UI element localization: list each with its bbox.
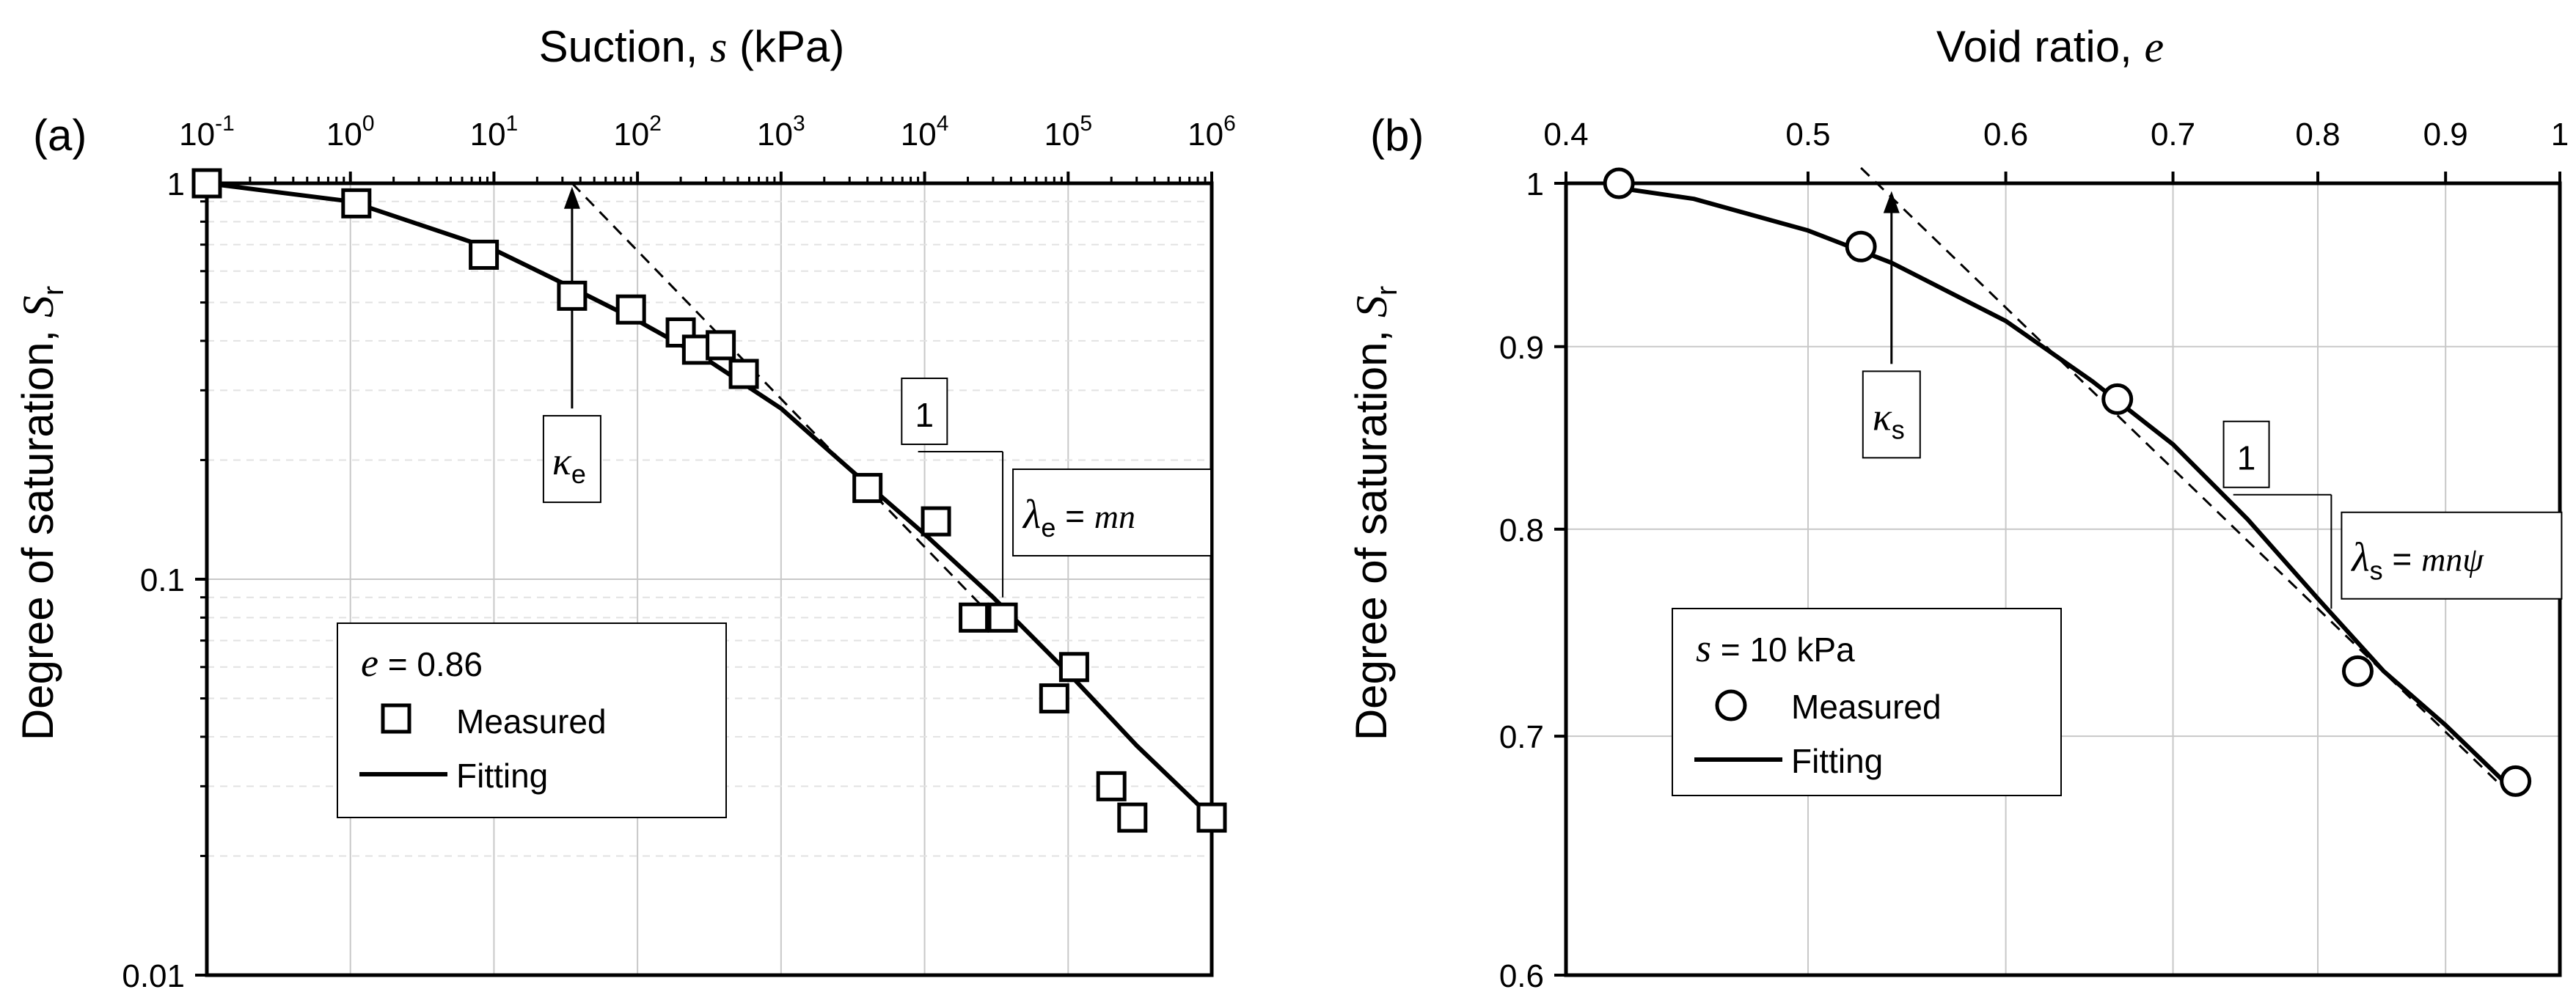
fitting-curve: [1618, 185, 2517, 795]
measured-point: [1058, 652, 1089, 683]
measured-point: [557, 280, 588, 311]
measured-point: [959, 602, 989, 633]
panel-b-measured-series: [1603, 167, 2532, 797]
lambda-label: λs = mnψ: [2350, 535, 2484, 586]
panel-a-measured-series: [191, 168, 1227, 833]
panel-b-y-ticks: 0.6 0.7 0.8 0.9 1: [1499, 166, 1566, 994]
x-tick-label: 0.8: [2295, 117, 2340, 153]
measured-point: [1117, 802, 1148, 833]
legend-measured-label: Measured: [1791, 688, 1942, 726]
slope-one-label: 1: [915, 396, 934, 434]
legend-header: s = 10 kPa: [1696, 626, 1855, 670]
x-tick-label: 106: [1188, 111, 1236, 153]
y-tick-label: 1: [1526, 166, 1544, 202]
x-tick-label: 103: [757, 111, 805, 153]
legend-fitting-label: Fitting: [1791, 742, 1883, 780]
panel-a-x-axis-label: Suction, s (kPa): [539, 22, 845, 71]
y-tick-label: 0.1: [140, 562, 185, 598]
lambda-label-box: [1012, 469, 1212, 557]
measured-point: [341, 188, 372, 218]
measured-point: [615, 294, 646, 325]
kappa-label-box: [1862, 370, 1921, 459]
x-tick-label: 1: [2551, 117, 2569, 153]
measured-point: [987, 602, 1018, 633]
tangent-dashed-line: [1860, 166, 2517, 801]
measured-point: [1039, 683, 1069, 714]
measured-point: [469, 239, 500, 270]
measured-point: [191, 168, 222, 199]
panel-a-annotations: κe 1 λe = mn: [542, 182, 1212, 619]
measured-point: [921, 506, 951, 537]
x-tick-label: 10-1: [179, 111, 235, 153]
panel-b-label: (b): [1370, 111, 1424, 160]
panel-b-x-ticks: 0.4 0.5 0.6 0.7 0.8 0.9 1: [1543, 117, 2569, 183]
x-tick-label: 105: [1044, 111, 1092, 153]
kappa-label: κe: [552, 439, 586, 489]
panel-b-x-axis-label: Void ratio, e: [1936, 22, 2164, 71]
measured-point: [2341, 655, 2374, 687]
legend-measured-marker: [1715, 689, 1747, 721]
panel-b-fitting-series: [1618, 185, 2517, 795]
y-tick-label: 0.7: [1499, 719, 1544, 755]
kappa-label-box: [542, 415, 601, 504]
x-tick-label: 0.7: [2151, 117, 2195, 153]
lambda-label: λe = mn: [1022, 492, 1135, 543]
slope-one-label: 1: [2237, 439, 2256, 477]
legend-measured-label: Measured: [456, 702, 607, 741]
measured-point: [706, 330, 736, 361]
panel-b-y-axis-label: Degree of saturation, Sr: [1347, 286, 1403, 741]
measured-point: [2500, 765, 2532, 797]
kappa-arrow-head: [563, 186, 580, 209]
measured-point: [2101, 383, 2134, 415]
tangent-dashed-line: [571, 182, 995, 619]
y-tick-label: 1: [167, 166, 185, 202]
slope-one-box: [2222, 420, 2270, 488]
panel-a-y-ticks: 0.01 0.1 1: [122, 166, 207, 994]
panel-b-annotations: κs 1 λs = mnψ: [1860, 166, 2563, 801]
y-tick-label: 0.01: [122, 958, 185, 994]
x-tick-label: 101: [470, 111, 519, 153]
measured-point: [1196, 802, 1227, 833]
panel-a-x-ticks: 10-1 100 101 102 103 104 105 106: [179, 111, 1236, 183]
x-tick-label: 0.5: [1785, 117, 1830, 153]
legend-measured-marker: [381, 703, 411, 734]
kappa-label: κs: [1873, 394, 1905, 444]
x-tick-label: 0.6: [1983, 117, 2028, 153]
panel-b-chart: 0.4 0.5 0.6 0.7 0.8 0.9 1 0.6 0.7 0.8 0.9 1 (b) Vo…: [1347, 22, 2569, 994]
measured-point: [728, 359, 759, 389]
legend-fitting-label: Fitting: [456, 757, 548, 795]
x-tick-label: 100: [326, 111, 375, 153]
lambda-label-box: [2341, 511, 2563, 600]
slope-one-box: [901, 378, 948, 446]
measured-point: [665, 317, 696, 348]
kappa-arrow-head: [1883, 191, 1900, 213]
panel-a-chart: 10-1 100 101 102 103 104 105 106 0.01 0.1 1 (a) S…: [13, 22, 1236, 994]
panel-a-y-axis-label: Degree of saturation, Sr: [13, 286, 70, 741]
x-tick-label: 0.4: [1543, 117, 1588, 153]
y-tick-label: 0.8: [1499, 512, 1544, 548]
measured-point: [1096, 771, 1127, 801]
y-tick-label: 0.9: [1499, 330, 1544, 366]
x-tick-label: 0.9: [2423, 117, 2468, 153]
measured-point: [852, 473, 883, 504]
measured-point: [1845, 230, 1877, 262]
x-tick-label: 104: [901, 111, 949, 153]
panel-a-grid: [207, 183, 1212, 975]
panel-a-label: (a): [33, 111, 87, 160]
x-tick-label: 102: [613, 111, 662, 153]
y-tick-label: 0.6: [1499, 958, 1544, 994]
legend-header: e = 0.86: [361, 641, 483, 685]
measured-point: [1603, 167, 1635, 199]
